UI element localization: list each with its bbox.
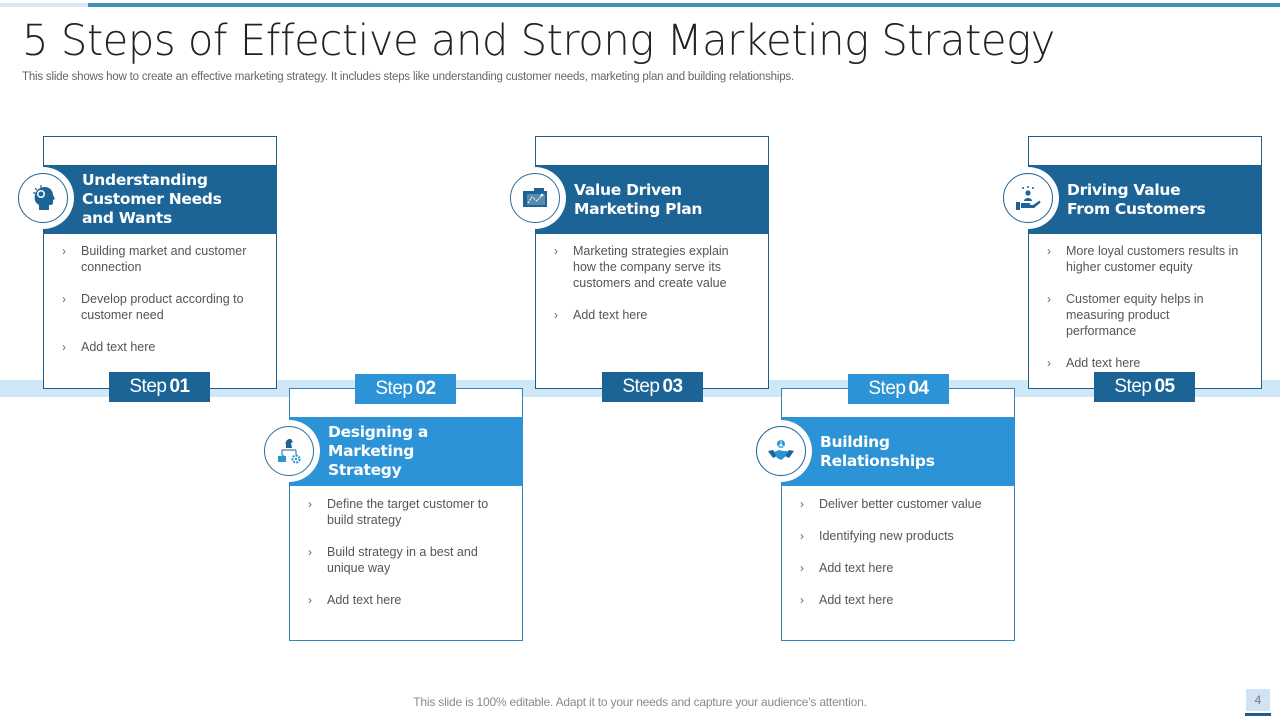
chevron-right-icon: ›	[800, 561, 804, 575]
handshake-icon	[768, 440, 794, 460]
step-card-1-header: Understanding Customer Needs and Wants	[44, 165, 277, 234]
step-2-icon-badge	[258, 420, 320, 482]
list-item: ›Deliver better customer value	[800, 497, 982, 511]
step-card-5: Driving Value From Customers ›More loyal…	[1028, 136, 1262, 389]
step-5-icon-badge	[997, 167, 1059, 229]
step-card-1-title: Understanding Customer Needs and Wants	[82, 171, 222, 227]
chevron-right-icon: ›	[1047, 244, 1051, 258]
list-item: ›More loyal customers results in higher …	[1047, 244, 1239, 274]
step-card-3-header: Value Driven Marketing Plan	[536, 165, 769, 234]
chevron-right-icon: ›	[62, 340, 66, 354]
chevron-right-icon: ›	[308, 497, 312, 511]
head-lightbulb-icon	[33, 185, 55, 210]
chevron-right-icon: ›	[308, 593, 312, 607]
chevron-right-icon: ›	[800, 497, 804, 511]
step-card-4-header: Building Relationships	[782, 417, 1015, 486]
step-card-5-bullets: ›More loyal customers results in higher …	[1029, 243, 1262, 387]
page-number-underline	[1245, 713, 1271, 716]
step-card-2-header: Designing a Marketing Strategy	[290, 417, 523, 486]
step-card-4-title: Building Relationships	[820, 432, 935, 470]
list-item: ›Identifying new products	[800, 529, 954, 543]
step-card-4: Building Relationships ›Deliver better c…	[781, 388, 1015, 641]
chevron-right-icon: ›	[800, 529, 804, 543]
page-number: 4	[1246, 689, 1270, 711]
list-item: ›Add text here	[62, 340, 156, 354]
list-item: ›Customer equity helps in measuring prod…	[1047, 292, 1204, 338]
step-card-2-title: Designing a Marketing Strategy	[328, 423, 429, 479]
slide-subtitle: This slide shows how to create an effect…	[22, 71, 794, 83]
slide-footer: This slide is 100% editable. Adapt it to…	[413, 695, 867, 709]
step-card-4-bullets: ›Deliver better customer value ›Identify…	[782, 496, 1015, 624]
chevron-right-icon: ›	[62, 244, 66, 258]
step-card-5-header: Driving Value From Customers	[1029, 165, 1262, 234]
list-item: ›Develop product according to customer n…	[62, 292, 244, 322]
step-4-icon-badge	[750, 420, 812, 482]
step-card-3-bullets: ›Marketing strategies explain how the co…	[536, 243, 769, 339]
hand-customer-stars-icon	[1016, 186, 1041, 210]
chevron-right-icon: ›	[1047, 356, 1051, 370]
top-accent-bar-light	[0, 3, 88, 7]
step-card-2-bullets: ›Define the target customer to build str…	[290, 496, 523, 624]
list-item: ›Add text here	[800, 593, 894, 607]
chevron-right-icon: ›	[554, 308, 558, 322]
list-item: ›Add text here	[308, 593, 402, 607]
chevron-right-icon: ›	[1047, 292, 1051, 306]
chevron-right-icon: ›	[308, 545, 312, 559]
step-3-icon-badge	[504, 167, 566, 229]
list-item: ›Define the target customer to build str…	[308, 497, 489, 527]
list-item: ›Add text here	[1047, 356, 1141, 370]
list-item: ›Building market and customer connection	[62, 244, 247, 274]
chess-knight-puzzle-gear-icon	[278, 439, 301, 464]
list-item: ›Add text here	[800, 561, 894, 575]
step-card-5-title: Driving Value From Customers	[1067, 180, 1206, 218]
step-card-1: Understanding Customer Needs and Wants ›…	[43, 136, 277, 389]
list-item: ›Add text here	[554, 308, 648, 322]
step-1-icon-badge	[12, 167, 74, 229]
list-item: ›Marketing strategies explain how the co…	[554, 244, 729, 290]
step-card-1-bullets: ›Building market and customer connection…	[44, 243, 277, 371]
chevron-right-icon: ›	[800, 593, 804, 607]
step-card-3: Value Driven Marketing Plan ›Marketing s…	[535, 136, 769, 389]
list-item: ›Build strategy in a best and unique way	[308, 545, 478, 575]
top-accent-bar	[88, 3, 1280, 7]
blueprint-map-icon	[523, 188, 547, 207]
chevron-right-icon: ›	[554, 244, 558, 258]
slide-title: 5 Steps of Effective and Strong Marketin…	[22, 16, 1055, 66]
chevron-right-icon: ›	[62, 292, 66, 306]
step-card-2: Designing a Marketing Strategy ›Define t…	[289, 388, 523, 641]
step-card-3-title: Value Driven Marketing Plan	[574, 180, 703, 218]
